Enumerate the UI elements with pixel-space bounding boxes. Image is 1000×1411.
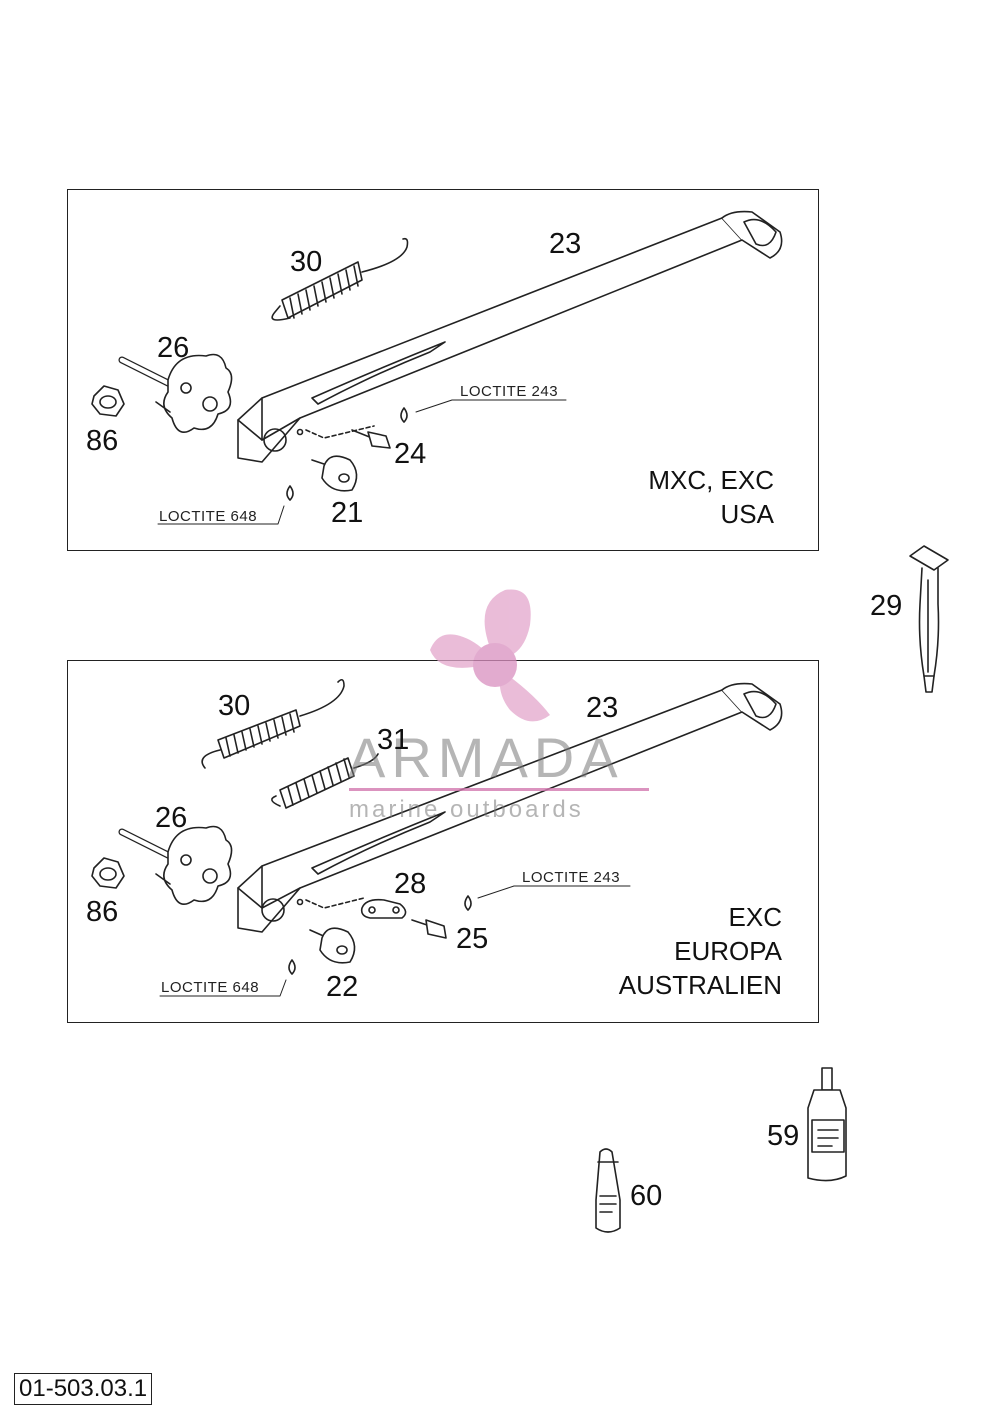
callout-30-top: 30	[290, 246, 323, 278]
variant-line: EUROPA	[674, 936, 782, 966]
callout-21-top: 21	[331, 497, 364, 529]
variant-line: MXC, EXC	[648, 465, 774, 495]
variant-line: AUSTRALIEN	[618, 970, 782, 1000]
variant-label-top: MXC, EXC USA	[648, 463, 774, 531]
callout-86-bottom: 86	[86, 896, 119, 928]
variant-line: USA	[720, 499, 774, 529]
callout-26-top: 26	[157, 332, 190, 364]
callout-24-top: 24	[394, 438, 427, 470]
callout-60: 60	[630, 1180, 663, 1212]
callout-22-bottom: 22	[326, 971, 359, 1003]
watermark-title: ARMADA	[348, 726, 624, 789]
loctite-648-label-top: LOCTITE 648	[159, 508, 258, 525]
loctite-243-label-bottom: LOCTITE 243	[522, 869, 621, 886]
callout-23-bottom: 23	[586, 692, 619, 724]
variant-line: EXC	[728, 902, 782, 932]
callout-86-top: 86	[86, 425, 119, 457]
watermark-rule	[349, 788, 649, 791]
callout-23-top: 23	[549, 228, 582, 260]
loctite-648-label-bottom: LOCTITE 648	[161, 979, 260, 996]
loctite-243-label-top: LOCTITE 243	[460, 383, 559, 400]
callout-28-bottom: 28	[394, 868, 427, 900]
document-id: 01-503.03.1	[14, 1373, 153, 1405]
callout-26-bottom: 26	[155, 802, 188, 834]
bottle-60	[595, 1148, 621, 1233]
watermark-subtitle: marine outboards	[349, 796, 584, 823]
callout-59: 59	[767, 1120, 800, 1152]
variant-label-bottom: EXC EUROPA AUSTRALIEN	[619, 900, 782, 1002]
bottle-59	[807, 1067, 847, 1182]
tool-29	[909, 545, 949, 693]
callout-31-bottom: 31	[377, 724, 410, 756]
callout-30-bottom: 30	[218, 690, 251, 722]
callout-29: 29	[870, 590, 903, 622]
callout-25-bottom: 25	[456, 923, 489, 955]
